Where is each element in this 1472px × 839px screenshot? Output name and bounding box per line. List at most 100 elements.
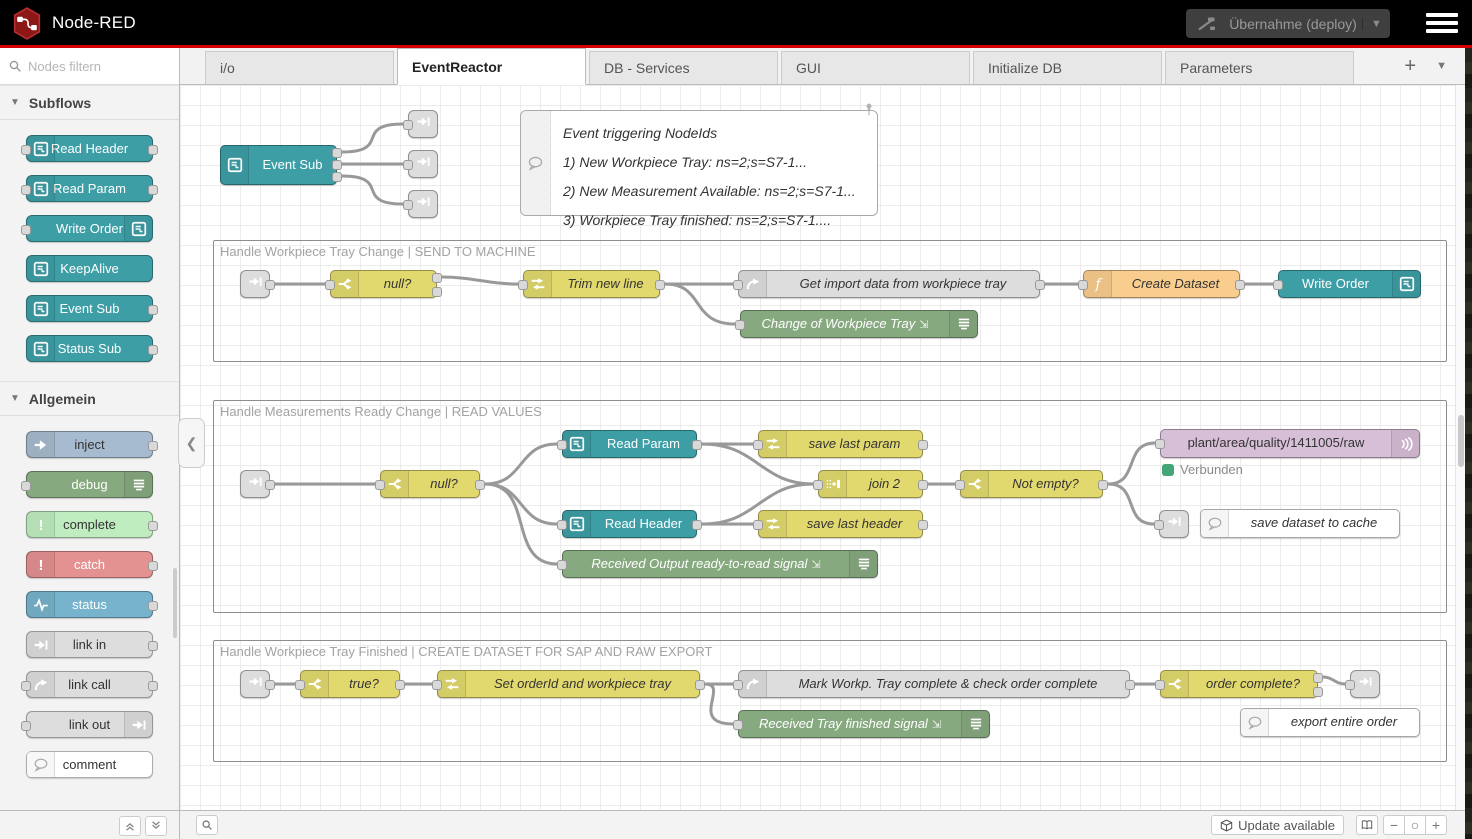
main-menu-button[interactable] bbox=[1426, 13, 1458, 35]
tab-parameters[interactable]: Parameters bbox=[1165, 51, 1354, 84]
port-in[interactable] bbox=[1273, 280, 1283, 290]
port-out[interactable] bbox=[332, 172, 342, 182]
port-in[interactable] bbox=[1155, 439, 1165, 449]
port-in[interactable] bbox=[1345, 680, 1355, 690]
palette-node-inject[interactable]: inject bbox=[26, 431, 153, 458]
info-comment-box[interactable]: Event triggering NodeIds 1) New Workpiec… bbox=[520, 110, 878, 216]
port-out[interactable] bbox=[148, 601, 158, 611]
subflow-node-event-sub[interactable]: Event Sub bbox=[220, 145, 337, 185]
palette-node-event-sub[interactable]: Event Sub bbox=[26, 295, 153, 322]
port-in[interactable] bbox=[733, 720, 743, 730]
subflow-node-read-param[interactable]: Read Param bbox=[562, 430, 697, 458]
collapse-all-button[interactable] bbox=[119, 816, 141, 836]
port-out[interactable] bbox=[918, 520, 928, 530]
palette-node-link-in[interactable]: link in bbox=[26, 631, 153, 658]
wire[interactable] bbox=[665, 284, 735, 324]
wire[interactable] bbox=[342, 176, 403, 204]
palette-node-keepalive[interactable]: KeepAlive bbox=[26, 255, 153, 282]
wire[interactable] bbox=[1323, 677, 1345, 684]
port-out[interactable] bbox=[265, 680, 275, 690]
link-in-node[interactable] bbox=[240, 470, 270, 498]
change-node-save-last-header[interactable]: save last header bbox=[758, 510, 923, 538]
port-out[interactable] bbox=[432, 287, 442, 297]
port-in[interactable] bbox=[21, 681, 31, 691]
subflow-node-read-header[interactable]: Read Header bbox=[562, 510, 697, 538]
tab-io[interactable]: i/o bbox=[205, 51, 394, 84]
wire[interactable] bbox=[705, 684, 733, 724]
port-in[interactable] bbox=[21, 721, 31, 731]
wire[interactable] bbox=[1108, 484, 1154, 524]
wire[interactable] bbox=[485, 444, 557, 484]
port-in[interactable] bbox=[753, 520, 763, 530]
port-out[interactable] bbox=[1035, 280, 1045, 290]
scrollbar-thumb[interactable] bbox=[1458, 415, 1464, 467]
palette-node-link-out[interactable]: link out bbox=[26, 711, 153, 738]
port-out[interactable] bbox=[395, 680, 405, 690]
port-out[interactable] bbox=[148, 641, 158, 651]
update-available-button[interactable]: Update available bbox=[1211, 815, 1344, 835]
palette-node-status[interactable]: status bbox=[26, 591, 153, 618]
port-out[interactable] bbox=[1313, 687, 1323, 697]
subflow-node-write-order[interactable]: Write Order bbox=[1278, 270, 1421, 298]
tab-eventreactor[interactable]: EventReactor bbox=[397, 48, 586, 85]
palette-node-read-param[interactable]: Read Param bbox=[26, 175, 153, 202]
change-node-trim-new-line[interactable]: Trim new line bbox=[523, 270, 660, 298]
tab-db-services[interactable]: DB - Services bbox=[589, 51, 778, 84]
switch-node-null[interactable]: null? bbox=[380, 470, 480, 498]
port-out[interactable] bbox=[1098, 480, 1108, 490]
port-out[interactable] bbox=[148, 305, 158, 315]
port-in[interactable] bbox=[557, 560, 567, 570]
canvas-search-button[interactable] bbox=[196, 815, 218, 835]
expand-all-button[interactable] bbox=[145, 816, 167, 836]
wire[interactable] bbox=[342, 124, 403, 152]
port-out[interactable] bbox=[148, 521, 158, 531]
mqtt-out-node[interactable]: plant/area/quality/1411005/raw bbox=[1160, 429, 1420, 458]
debug-node-received-output-signal[interactable]: Received Output ready-to-read signal⇲ bbox=[562, 550, 878, 578]
link-call-node-get-import-data[interactable]: Get import data from workpiece tray bbox=[738, 270, 1040, 298]
link-out-node[interactable] bbox=[408, 150, 438, 178]
link-out-node[interactable] bbox=[408, 110, 438, 138]
tab-initialize-db[interactable]: Initialize DB bbox=[973, 51, 1162, 84]
port-out[interactable] bbox=[265, 480, 275, 490]
zoom-reset-button[interactable]: ○ bbox=[1404, 815, 1426, 835]
function-node-create-dataset[interactable]: f Create Dataset bbox=[1083, 270, 1240, 298]
change-node-save-last-param[interactable]: save last param bbox=[758, 430, 923, 458]
link-out-node[interactable] bbox=[408, 190, 438, 218]
port-out[interactable] bbox=[432, 273, 442, 283]
comment-node-save-dataset[interactable]: save dataset to cache bbox=[1200, 509, 1400, 538]
port-out[interactable] bbox=[148, 561, 158, 571]
port-out[interactable] bbox=[148, 441, 158, 451]
palette-collapse-toggle[interactable]: ❮ bbox=[178, 418, 205, 468]
wire[interactable] bbox=[442, 277, 518, 284]
port-in[interactable] bbox=[403, 120, 413, 130]
port-in[interactable] bbox=[753, 440, 763, 450]
tab-gui[interactable]: GUI bbox=[781, 51, 970, 84]
port-in[interactable] bbox=[557, 440, 567, 450]
port-in[interactable] bbox=[21, 145, 31, 155]
port-out[interactable] bbox=[1313, 673, 1323, 683]
zoom-in-button[interactable]: + bbox=[1425, 815, 1447, 835]
port-in[interactable] bbox=[403, 200, 413, 210]
deploy-caret-icon[interactable]: ▼ bbox=[1362, 18, 1390, 30]
port-out[interactable] bbox=[148, 185, 158, 195]
port-out[interactable] bbox=[265, 280, 275, 290]
palette-node-read-header[interactable]: Read Header bbox=[26, 135, 153, 162]
port-in[interactable] bbox=[432, 680, 442, 690]
change-node-set-orderid[interactable]: Set orderId and workpiece tray bbox=[437, 670, 700, 698]
port-in[interactable] bbox=[733, 680, 743, 690]
deploy-button[interactable]: Übernahme (deploy) ▼ bbox=[1186, 9, 1390, 38]
flow-canvas[interactable]: Handle Workpiece Tray Change | SEND TO M… bbox=[180, 85, 1465, 810]
zoom-out-button[interactable]: − bbox=[1383, 815, 1405, 835]
port-out[interactable] bbox=[148, 681, 158, 691]
link-call-node-mark-workpiece[interactable]: Mark Workp. Tray complete & check order … bbox=[738, 670, 1130, 698]
switch-node-order-complete[interactable]: order complete? bbox=[1160, 670, 1318, 698]
debug-node-change-of-workpiece-tray[interactable]: Change of Workpiece Tray⇲ bbox=[740, 310, 978, 338]
link-out-node[interactable] bbox=[1350, 670, 1380, 698]
navigator-button[interactable] bbox=[1356, 815, 1378, 835]
port-in[interactable] bbox=[325, 280, 335, 290]
palette-node-write-order[interactable]: Write Order bbox=[26, 215, 153, 242]
port-out[interactable] bbox=[918, 480, 928, 490]
port-out[interactable] bbox=[695, 680, 705, 690]
port-in[interactable] bbox=[21, 185, 31, 195]
tab-list-caret-icon[interactable]: ▼ bbox=[1428, 60, 1455, 72]
